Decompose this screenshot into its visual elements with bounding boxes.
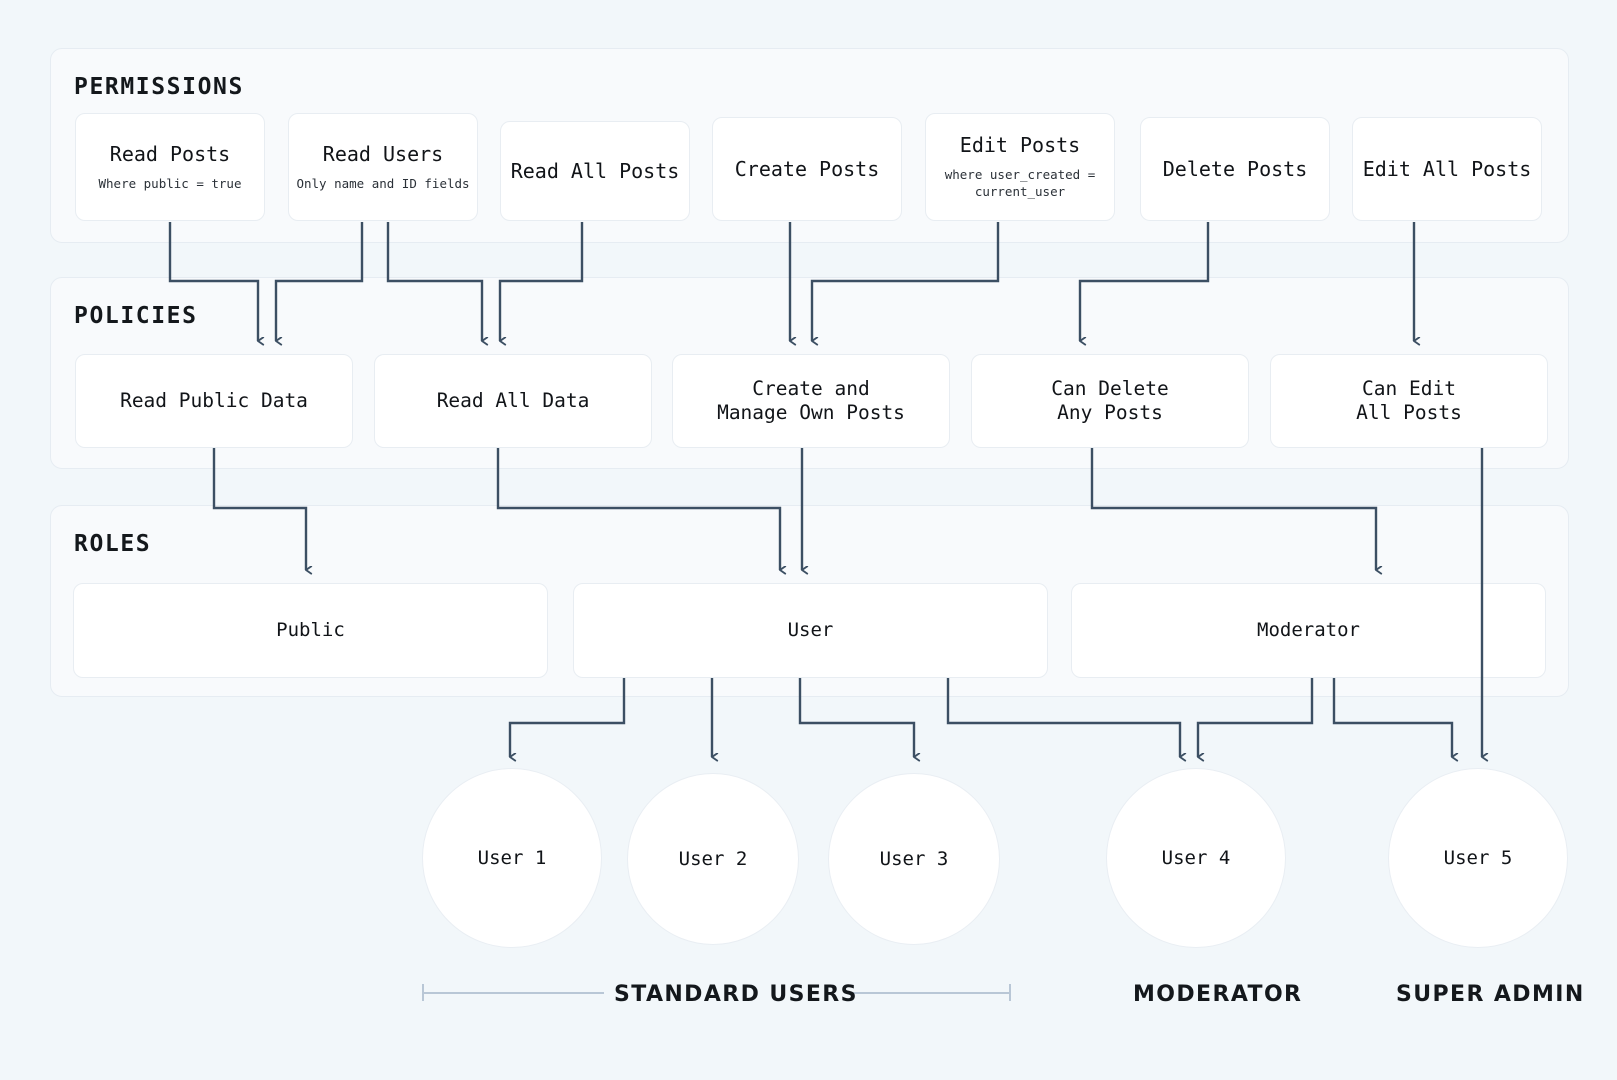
user-label: User 3 <box>879 848 949 870</box>
permission-node[interactable]: Read Posts Where public = true <box>75 113 265 221</box>
policy-node[interactable]: Create and Manage Own Posts <box>672 354 950 448</box>
permission-node[interactable]: Edit All Posts <box>1352 117 1542 221</box>
policy-title: Create and Manage Own Posts <box>717 376 905 424</box>
user-label: User 2 <box>678 848 748 870</box>
group-label-super-admin: SUPER ADMIN <box>1396 982 1585 1007</box>
standard-users-bracket-left <box>422 992 604 994</box>
group-label-standard-users: STANDARD USERS <box>614 982 858 1007</box>
permission-title: Delete Posts <box>1162 156 1308 181</box>
policy-title: Read Public Data <box>120 388 308 412</box>
permission-title: Create Posts <box>734 156 880 181</box>
permission-node[interactable]: Edit Posts where user_created = current_… <box>925 113 1115 221</box>
standard-users-bracket-right <box>849 992 1010 994</box>
permission-subtitle: Where public = true <box>98 175 242 191</box>
band-title-roles: ROLES <box>74 531 152 557</box>
role-node[interactable]: Moderator <box>1071 583 1546 678</box>
standard-users-bracket-cap-right <box>1009 984 1011 1001</box>
policy-node[interactable]: Read Public Data <box>75 354 353 448</box>
role-title: User <box>787 618 834 641</box>
standard-users-bracket-cap-left <box>422 984 424 1001</box>
permission-title: Read Users <box>322 141 444 166</box>
user-circle[interactable]: User 2 <box>627 773 799 945</box>
policy-title: Can Edit All Posts <box>1356 376 1462 424</box>
group-label-moderator: MODERATOR <box>1133 982 1303 1007</box>
user-circle[interactable]: User 4 <box>1106 768 1286 948</box>
band-title-policies: POLICIES <box>74 303 198 329</box>
permission-subtitle: where user_created = current_user <box>944 167 1096 199</box>
user-label: User 5 <box>1443 847 1513 869</box>
role-title: Moderator <box>1257 618 1360 641</box>
permission-title: Read Posts <box>109 141 231 166</box>
policy-node[interactable]: Read All Data <box>374 354 652 448</box>
permission-title: Read All Posts <box>510 158 680 183</box>
policy-node[interactable]: Can Edit All Posts <box>1270 354 1548 448</box>
user-label: User 1 <box>477 847 547 869</box>
role-node[interactable]: User <box>573 583 1048 678</box>
permission-subtitle: Only name and ID fields <box>296 175 470 191</box>
user-circle[interactable]: User 1 <box>422 768 602 948</box>
policy-title: Can Delete Any Posts <box>1051 376 1169 424</box>
role-title: Public <box>276 618 345 641</box>
permission-node[interactable]: Read All Posts <box>500 121 690 221</box>
user-label: User 4 <box>1161 847 1231 869</box>
policy-node[interactable]: Can Delete Any Posts <box>971 354 1249 448</box>
policy-title: Read All Data <box>436 388 590 412</box>
permission-title: Edit All Posts <box>1362 156 1532 181</box>
permission-node[interactable]: Delete Posts <box>1140 117 1330 221</box>
band-title-permissions: PERMISSIONS <box>74 74 244 100</box>
permission-node[interactable]: Read Users Only name and ID fields <box>288 113 478 221</box>
user-circle[interactable]: User 3 <box>828 773 1000 945</box>
permission-node[interactable]: Create Posts <box>712 117 902 221</box>
role-node[interactable]: Public <box>73 583 548 678</box>
permission-title: Edit Posts <box>959 133 1081 158</box>
user-circle[interactable]: User 5 <box>1388 768 1568 948</box>
